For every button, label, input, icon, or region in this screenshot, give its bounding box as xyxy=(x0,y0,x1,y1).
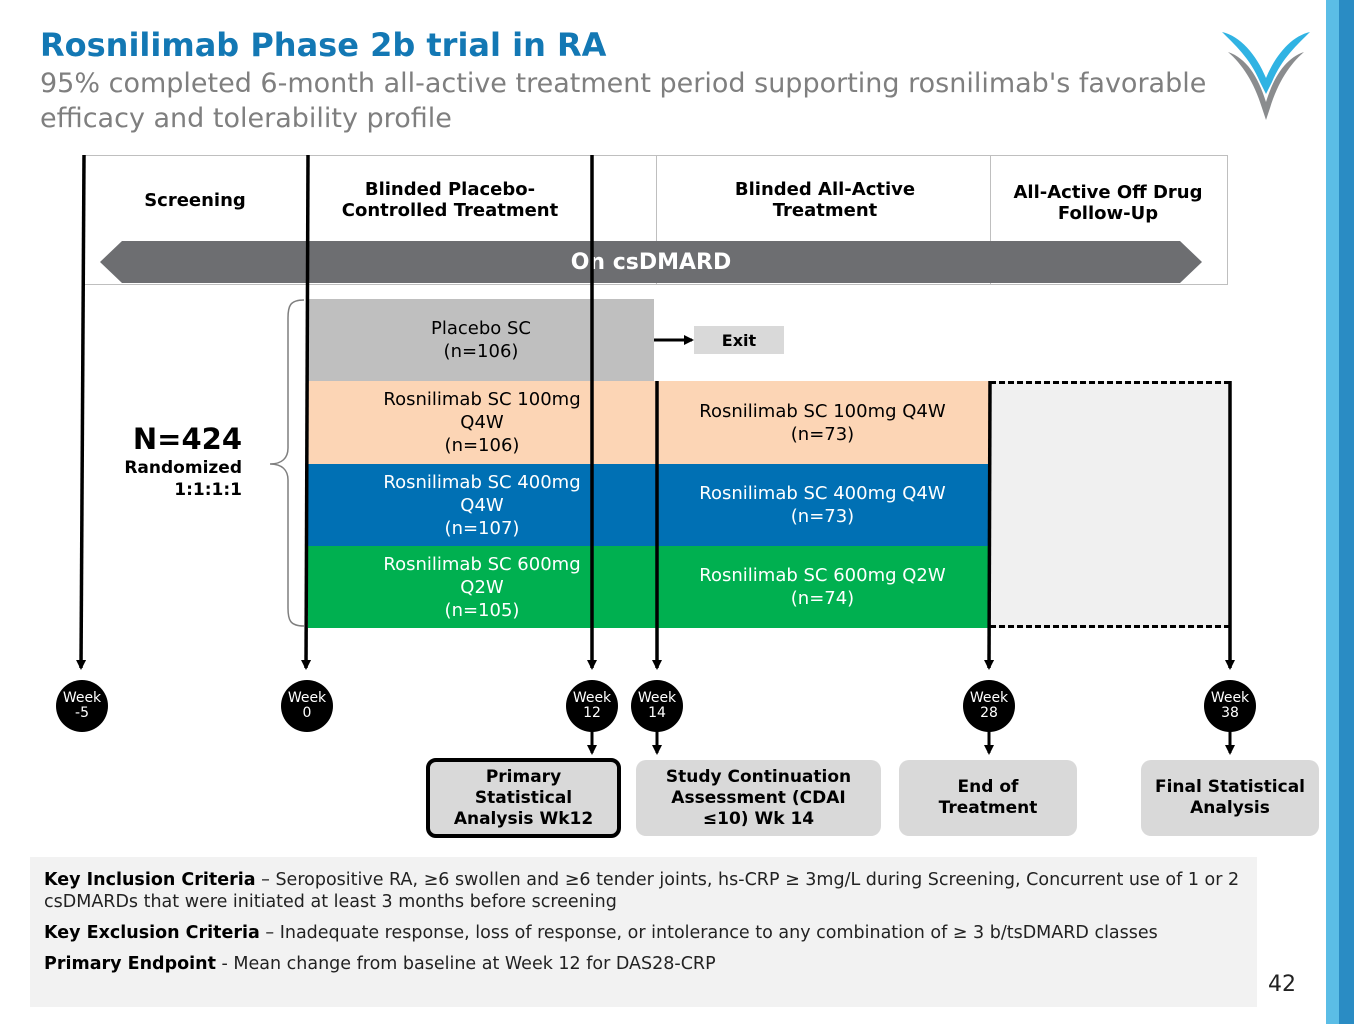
exclusion-text: – Inadequate response, loss of response,… xyxy=(259,923,1158,943)
arm-r100-continuation: Rosnilimab SC 100mg Q4W (n=73) xyxy=(656,381,989,464)
week-number: 0 xyxy=(302,705,312,721)
arm-r100: Rosnilimab SC 100mg Q4W (n=106) xyxy=(308,381,656,464)
week-bubble-minus5: Week -5 xyxy=(56,680,108,732)
week-bubble-28: Week 28 xyxy=(963,680,1015,732)
arm-r400-cont-n: (n=73) xyxy=(790,506,855,527)
milestone-primary-analysis: Primary Statistical Analysis Wk12 xyxy=(426,758,621,838)
week-label: Week xyxy=(287,690,327,706)
randomization-brace xyxy=(269,299,305,627)
week-label: Week xyxy=(572,690,612,706)
randomization-n: N=424 xyxy=(132,422,242,456)
side-bar-dark xyxy=(1339,0,1354,1024)
phase-divider-off-drug xyxy=(990,155,991,285)
milestone-end-of-treatment: End of Treatment xyxy=(899,760,1077,836)
arm-r400-n: (n=107) xyxy=(444,517,520,539)
follow-up-region xyxy=(990,381,1230,628)
week-label: Week xyxy=(1210,690,1250,706)
week-bubble-0: Week 0 xyxy=(281,680,333,732)
inclusion-criteria: Key Inclusion Criteria – Seropositive RA… xyxy=(44,869,1243,913)
endpoint-label: Primary Endpoint xyxy=(44,954,216,974)
arm-r600-continuation: Rosnilimab SC 600mg Q2W (n=74) xyxy=(656,546,989,628)
arm-r100-cont-label: Rosnilimab SC 100mg Q4W xyxy=(699,400,946,422)
company-logo-icon xyxy=(1222,32,1310,120)
criteria-panel: Key Inclusion Criteria – Seropositive RA… xyxy=(30,857,1257,1007)
endpoint-text: - Mean change from baseline at Week 12 f… xyxy=(215,954,716,974)
arm-placebo: Placebo SC (n=106) xyxy=(308,299,654,381)
arm-r600: Rosnilimab SC 600mg Q2W (n=105) xyxy=(308,546,656,628)
arm-r600-cont-label: Rosnilimab SC 600mg Q2W xyxy=(699,565,946,586)
phase-screening: Screening xyxy=(144,189,246,211)
exclusion-label: Key Exclusion Criteria xyxy=(44,923,260,943)
arm-r100-cont-n: (n=73) xyxy=(790,423,855,445)
phase-off-drug-follow-up: All-Active Off Drug Follow-Up xyxy=(1013,182,1203,224)
inclusion-label: Key Inclusion Criteria xyxy=(44,870,256,890)
arm-r600-n: (n=105) xyxy=(444,599,520,621)
phase-blinded-placebo: Blinded Placebo-Controlled Treatment xyxy=(341,179,559,221)
week-number: -5 xyxy=(75,705,89,721)
week-label: Week xyxy=(969,690,1009,706)
exit-box: Exit xyxy=(694,326,784,354)
csdmard-banner-label: On csDMARD xyxy=(570,249,732,275)
week-number: 12 xyxy=(583,705,601,721)
arm-placebo-name: Placebo SC xyxy=(430,318,531,339)
arm-r400-continuation: Rosnilimab SC 400mg Q4W (n=73) xyxy=(656,464,989,546)
arm-r600-line2: Q2W xyxy=(460,576,504,598)
week-bubble-38: Week 38 xyxy=(1204,680,1256,732)
arm-r400-line2: Q4W xyxy=(460,494,504,516)
randomization-label: Randomized xyxy=(124,458,242,478)
arm-r600-cont-n: (n=74) xyxy=(790,588,855,609)
side-bar-light xyxy=(1326,0,1339,1024)
phase-divider-all-active xyxy=(656,155,657,285)
arm-r600-line1: Rosnilimab SC 600mg xyxy=(383,553,581,575)
primary-endpoint: Primary Endpoint - Mean change from base… xyxy=(44,953,1243,975)
week-number: 38 xyxy=(1221,705,1239,721)
randomization-ratio: 1:1:1:1 xyxy=(174,480,242,500)
page-number: 42 xyxy=(1268,972,1296,997)
week-number: 14 xyxy=(648,705,666,721)
page-subtitle: 95% completed 6-month all-active treatme… xyxy=(40,68,1207,134)
phase-blinded-all-active: Blinded All-Active Treatment xyxy=(734,179,916,221)
week-bubble-14: Week 14 xyxy=(631,680,683,732)
inclusion-text: – Seropositive RA, ≥6 swollen and ≥6 ten… xyxy=(44,870,1240,912)
arm-r400-line1: Rosnilimab SC 400mg xyxy=(383,471,581,493)
arm-r100-line1: Rosnilimab SC 100mg xyxy=(383,389,581,410)
exclusion-criteria: Key Exclusion Criteria – Inadequate resp… xyxy=(44,922,1243,944)
milestone-continuation-assessment: Study Continuation Assessment (CDAI ≤10)… xyxy=(636,760,881,836)
week-number: 28 xyxy=(980,705,998,721)
week-bubble-12: Week 12 xyxy=(566,680,618,732)
arm-r400: Rosnilimab SC 400mg Q4W (n=107) xyxy=(308,464,656,546)
week-label: Week xyxy=(62,690,102,706)
page-title: Rosnilimab Phase 2b trial in RA xyxy=(40,26,607,64)
arm-r400-cont-label: Rosnilimab SC 400mg Q4W xyxy=(699,483,946,504)
arm-r100-n: (n=106) xyxy=(444,435,520,456)
csdmard-banner-shape xyxy=(100,241,1202,283)
arm-r100-line2: Q4W xyxy=(460,412,504,433)
week-label: Week xyxy=(637,690,677,706)
arm-placebo-n: (n=106) xyxy=(443,341,519,362)
milestone-final-analysis: Final Statistical Analysis xyxy=(1141,760,1319,836)
